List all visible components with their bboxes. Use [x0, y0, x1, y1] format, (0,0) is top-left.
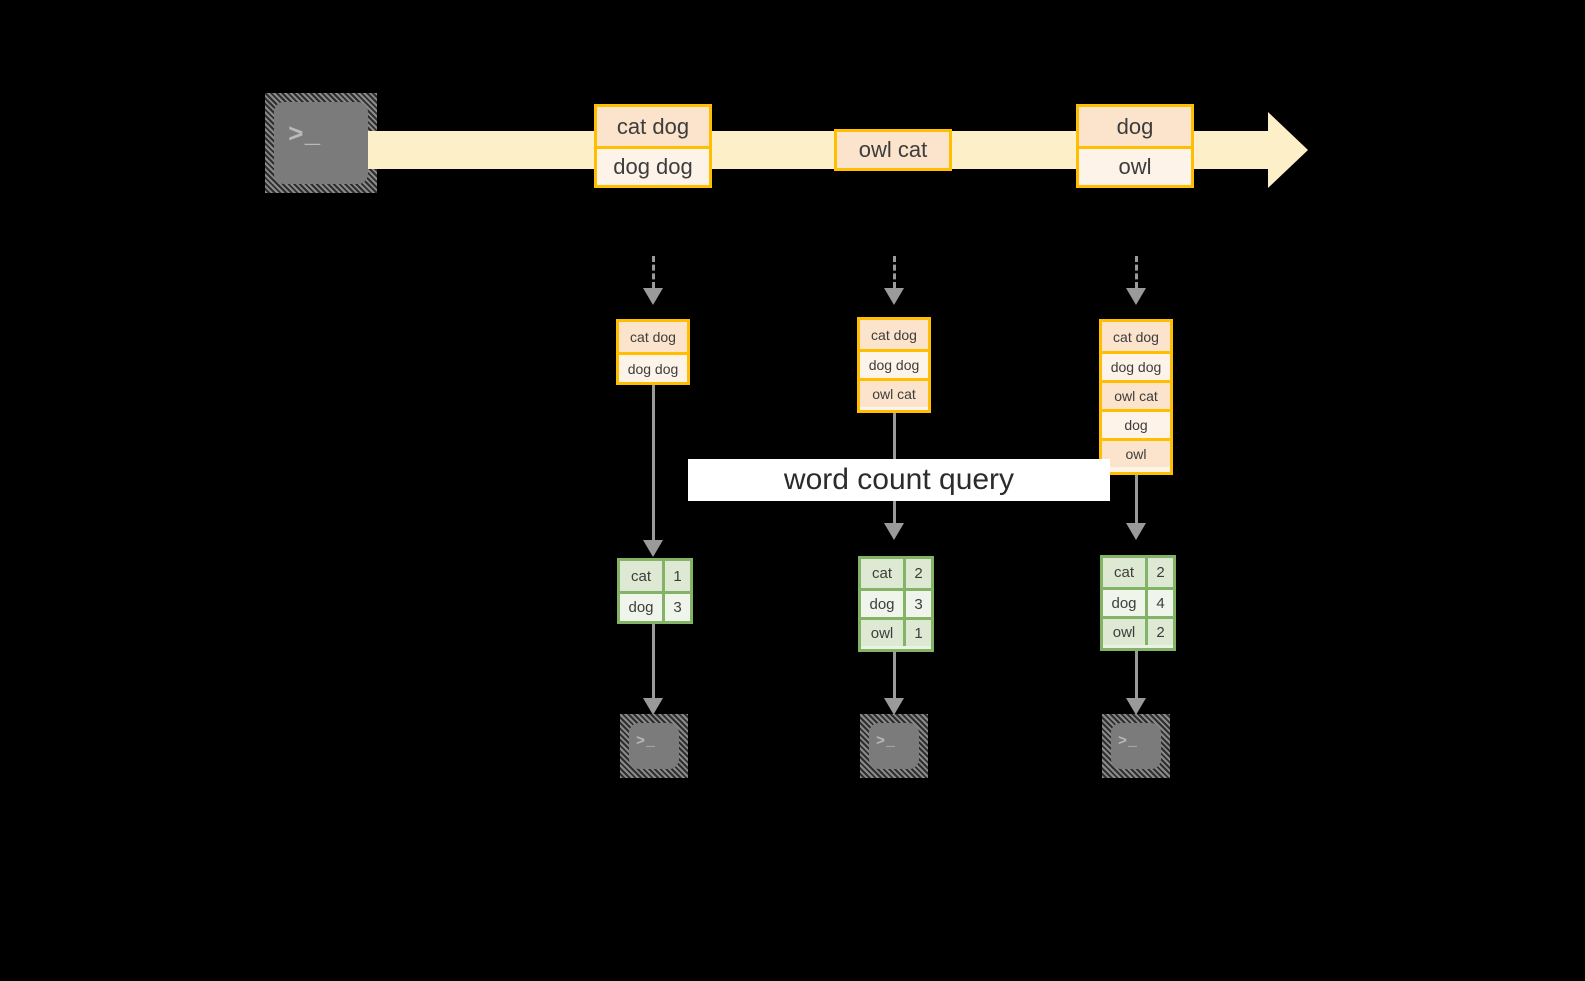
source-terminal-glyph: >_ — [288, 120, 322, 150]
trigger-2-result-word: dog — [861, 591, 906, 617]
trigger-2-result-word: owl — [861, 620, 906, 646]
table-row: dog 3 — [861, 588, 931, 617]
trigger-2-sink-connector-arrowhead-icon — [884, 698, 904, 715]
table-row: dog 3 — [620, 591, 690, 621]
stream-batch-3-line: owl — [1079, 146, 1191, 185]
trigger-2-sink-terminal-glyph: >_ — [876, 733, 897, 750]
trigger-3-sink-terminal-icon: >_ — [1102, 714, 1170, 778]
stream-batch-2: owl cat — [834, 129, 952, 171]
trigger-2-input-row: cat dog — [860, 320, 928, 349]
trigger-3-input-row: dog dog — [1102, 351, 1170, 380]
trigger-3-query-connector — [1135, 475, 1138, 523]
trigger-2-input-table: cat dog dog dog owl cat — [857, 317, 931, 413]
trigger-1-input-row: cat dog — [619, 322, 687, 352]
trigger-3-sink-connector-arrowhead-icon — [1126, 698, 1146, 715]
trigger-1-result-word: dog — [620, 594, 665, 621]
table-row: cat 2 — [1103, 558, 1173, 587]
trigger-1-result-count: 3 — [665, 594, 690, 621]
stream-batch-1-line: cat dog — [597, 107, 709, 146]
trigger-2-result-table: cat 2 dog 3 owl 1 — [858, 556, 934, 652]
table-row: owl 1 — [861, 617, 931, 646]
stream-batch-2-line: owl cat — [837, 132, 949, 168]
trigger-3-input-row: dog — [1102, 409, 1170, 438]
trigger-3-result-count: 4 — [1148, 590, 1173, 616]
trigger-1-sink-terminal-icon: >_ — [620, 714, 688, 778]
trigger-1-query-connector — [652, 385, 655, 540]
trigger-2-input-row: owl cat — [860, 378, 928, 407]
table-row: owl 2 — [1103, 616, 1173, 645]
trigger-1-sink-terminal-glyph: >_ — [636, 733, 657, 750]
trigger-1-sink-connector-arrowhead-icon — [643, 698, 663, 715]
trigger-1-result-word: cat — [620, 561, 665, 591]
trigger-1-result-table: cat 1 dog 3 — [617, 558, 693, 624]
trigger-1-query-connector-arrowhead-icon — [643, 540, 663, 557]
trigger-3-result-table: cat 2 dog 4 owl 2 — [1100, 555, 1176, 651]
trigger-2-query-connector-arrowhead-icon — [884, 523, 904, 540]
trigger-2-stream-connector-arrowhead-icon — [884, 288, 904, 305]
trigger-1-input-row: dog dog — [619, 352, 687, 382]
stream-batch-3-line: dog — [1079, 107, 1191, 146]
query-label: word count query — [688, 459, 1110, 501]
trigger-3-sink-connector — [1135, 651, 1138, 698]
trigger-3-result-word: dog — [1103, 590, 1148, 616]
trigger-3-result-count: 2 — [1148, 619, 1173, 645]
trigger-3-input-row: cat dog — [1102, 322, 1170, 351]
stream-batch-3: dog owl — [1076, 104, 1194, 188]
trigger-3-query-connector-arrowhead-icon — [1126, 523, 1146, 540]
source-terminal-body: >_ — [274, 102, 368, 184]
trigger-3-result-count: 2 — [1148, 558, 1173, 587]
source-terminal-icon: >_ — [265, 93, 377, 193]
trigger-2-stream-connector — [893, 256, 896, 288]
trigger-3-input-table: cat dog dog dog owl cat dog owl — [1099, 319, 1173, 475]
trigger-1-stream-connector-arrowhead-icon — [643, 288, 663, 305]
trigger-3-sink-terminal-glyph: >_ — [1118, 733, 1139, 750]
trigger-2-sink-terminal-body: >_ — [869, 723, 919, 769]
trigger-3-result-word: cat — [1103, 558, 1148, 587]
trigger-2-input-row: dog dog — [860, 349, 928, 378]
trigger-2-sink-connector — [893, 652, 896, 698]
table-row: dog 4 — [1103, 587, 1173, 616]
stream-batch-1: cat dog dog dog — [594, 104, 712, 188]
trigger-2-result-count: 3 — [906, 591, 931, 617]
trigger-3-result-word: owl — [1103, 619, 1148, 645]
trigger-1-stream-connector — [652, 256, 655, 288]
trigger-2-sink-terminal-icon: >_ — [860, 714, 928, 778]
trigger-2-result-count: 2 — [906, 559, 931, 588]
trigger-3-input-row: owl — [1102, 438, 1170, 467]
trigger-3-sink-terminal-body: >_ — [1111, 723, 1161, 769]
trigger-3-stream-connector-arrowhead-icon — [1126, 288, 1146, 305]
trigger-1-sink-terminal-body: >_ — [629, 723, 679, 769]
trigger-1-input-table: cat dog dog dog — [616, 319, 690, 385]
table-row: cat 1 — [620, 561, 690, 591]
trigger-3-input-row: owl cat — [1102, 380, 1170, 409]
stream-batch-1-line: dog dog — [597, 146, 709, 185]
trigger-2-result-word: cat — [861, 559, 906, 588]
trigger-3-stream-connector — [1135, 256, 1138, 288]
stream-arrowhead-icon — [1268, 112, 1308, 188]
table-row: cat 2 — [861, 559, 931, 588]
trigger-1-sink-connector — [652, 624, 655, 698]
trigger-1-result-count: 1 — [665, 561, 690, 591]
trigger-2-result-count: 1 — [906, 620, 931, 646]
